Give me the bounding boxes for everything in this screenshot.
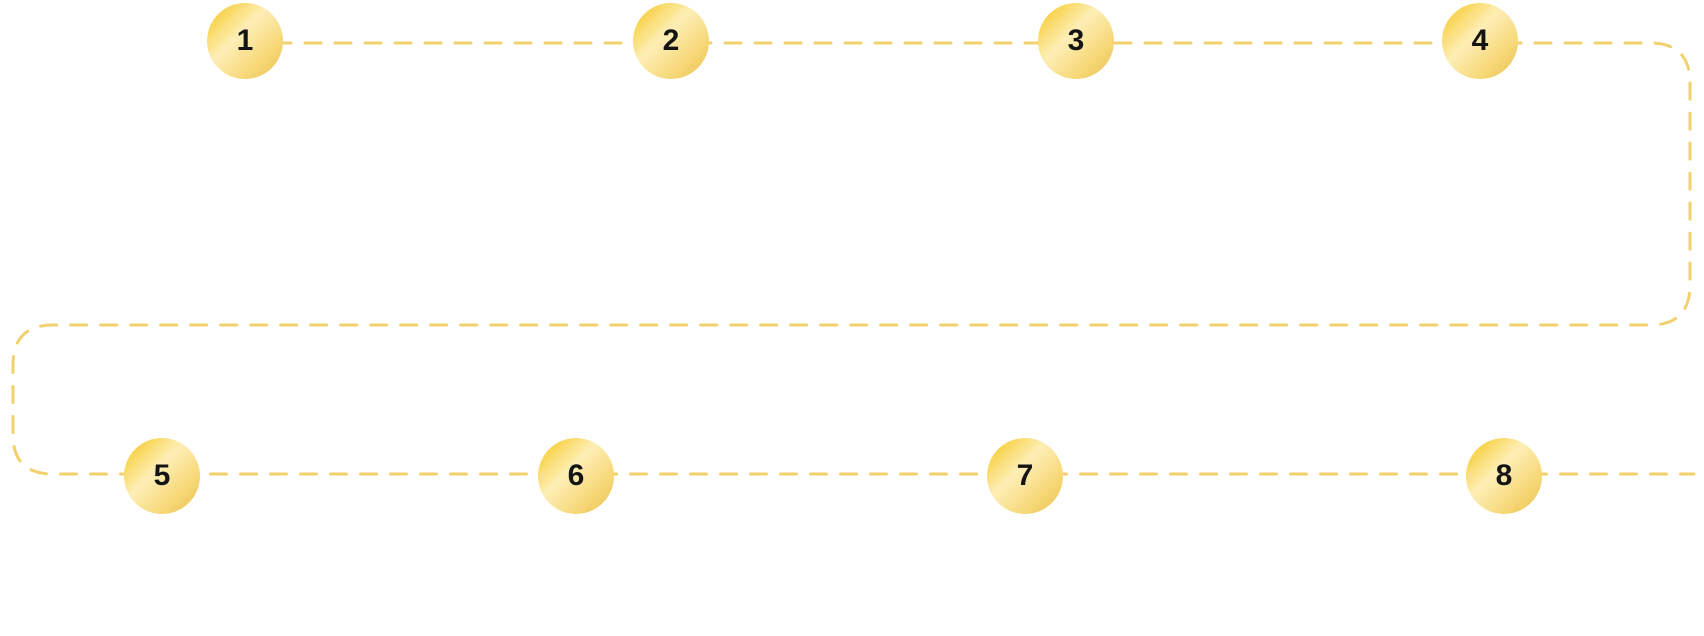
step-2-circle[interactable]: 2 <box>633 3 709 79</box>
step-1-circle[interactable]: 1 <box>207 3 283 79</box>
step-1-number: 1 <box>236 24 254 57</box>
step-4-circle[interactable]: 4 <box>1442 3 1518 79</box>
dashed-serpentine-path <box>11 41 1696 476</box>
step-5-circle[interactable]: 5 <box>124 438 200 514</box>
step-7-circle[interactable]: 7 <box>987 438 1063 514</box>
step-3-number: 3 <box>1067 24 1085 57</box>
step-2-number: 2 <box>662 24 680 57</box>
step-7-number: 7 <box>1016 459 1034 492</box>
step-6-number: 6 <box>567 459 585 492</box>
step-4-number: 4 <box>1471 24 1489 57</box>
step-8-circle[interactable]: 8 <box>1466 438 1542 514</box>
step-3-circle[interactable]: 3 <box>1038 3 1114 79</box>
step-5-number: 5 <box>153 459 171 492</box>
step-8-number: 8 <box>1495 459 1513 492</box>
step-6-circle[interactable]: 6 <box>538 438 614 514</box>
